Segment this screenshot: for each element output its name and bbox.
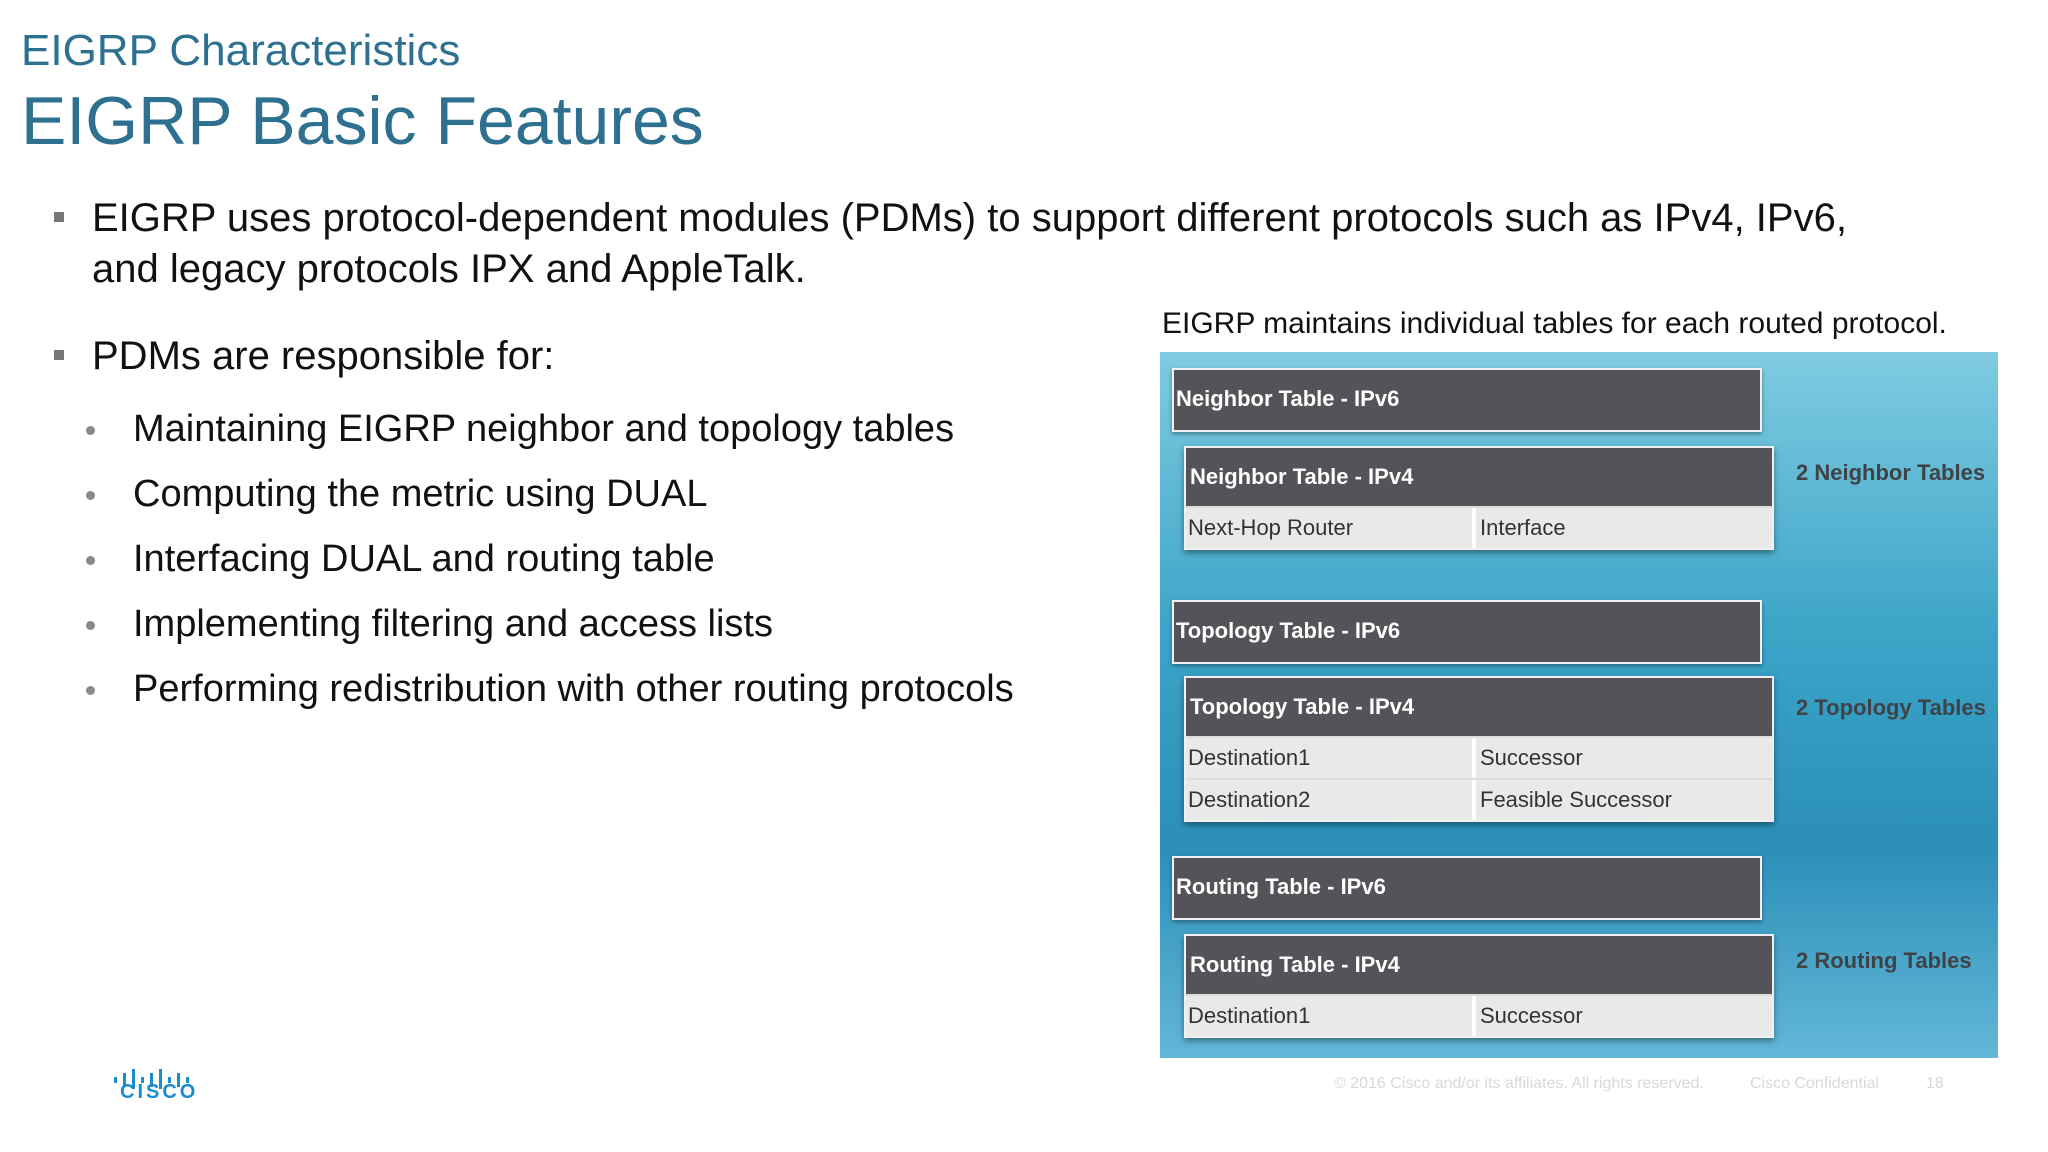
cisco-logo-text: CISCO: [120, 1081, 199, 1103]
table-cell: Successor: [1476, 996, 1772, 1036]
footer-copyright: © 2016 Cisco and/or its affiliates. All …: [1334, 1075, 1704, 1092]
square-bullet-icon: [54, 350, 64, 360]
table-row: Destination1 Successor: [1186, 994, 1772, 1036]
table-row: Next-Hop Router Interface: [1186, 506, 1772, 548]
round-bullet-icon: [86, 491, 95, 500]
topology-tables-label: 2 Topology Tables: [1796, 695, 1986, 720]
sub-bullet-text: Maintaining EIGRP neighbor and topology …: [133, 408, 955, 450]
neighbor-table-ipv6: Neighbor Table - IPv6: [1172, 368, 1762, 432]
figure-caption: EIGRP maintains individual tables for ea…: [1162, 307, 1947, 340]
routing-table-ipv4: Routing Table - IPv4 Destination1 Succes…: [1184, 934, 1774, 1038]
table-cell: Interface: [1476, 508, 1772, 548]
slide-supertitle: EIGRP Characteristics: [21, 26, 461, 75]
table-cell: Destination1: [1186, 738, 1476, 778]
table-cell: Successor: [1476, 738, 1772, 778]
square-bullet-icon: [54, 212, 64, 222]
table-title: Topology Table - IPv6: [1176, 618, 1401, 643]
sub-bullet-text: Implementing filtering and access lists: [133, 603, 773, 645]
neighbor-table-ipv4: Neighbor Table - IPv4 Next-Hop Router In…: [1184, 446, 1774, 550]
table-title: Routing Table - IPv4: [1190, 952, 1400, 977]
topology-table-ipv4: Topology Table - IPv4 Destination1 Succe…: [1184, 676, 1774, 822]
sub-bullet-text: Interfacing DUAL and routing table: [133, 538, 715, 580]
table-cell: Destination2: [1186, 780, 1476, 820]
eigrp-tables-figure: Neighbor Table - IPv6 Neighbor Table - I…: [1160, 352, 1998, 1058]
round-bullet-icon: [86, 621, 95, 630]
round-bullet-icon: [86, 686, 95, 695]
table-title: Neighbor Table - IPv6: [1176, 386, 1400, 411]
routing-table-ipv6: Routing Table - IPv6: [1172, 856, 1762, 920]
round-bullet-icon: [86, 556, 95, 565]
routing-tables-label: 2 Routing Tables: [1796, 948, 1972, 973]
sub-bullet-text: Performing redistribution with other rou…: [133, 668, 1014, 710]
table-row: Destination1 Successor: [1186, 736, 1772, 778]
topology-table-ipv6: Topology Table - IPv6: [1172, 600, 1762, 664]
neighbor-tables-label: 2 Neighbor Tables: [1796, 460, 1986, 485]
bullet-line: EIGRP uses protocol-dependent modules (P…: [92, 196, 1847, 240]
cisco-bars-icon: [114, 1069, 189, 1089]
table-title: Topology Table - IPv4: [1190, 694, 1415, 719]
table-cell: Feasible Successor: [1476, 780, 1772, 820]
slide-title: EIGRP Basic Features: [21, 83, 704, 159]
table-title: Routing Table - IPv6: [1176, 874, 1386, 899]
footer-confidential: Cisco Confidential: [1750, 1075, 1879, 1092]
table-title: Neighbor Table - IPv4: [1190, 464, 1414, 489]
bullet-line: and legacy protocols IPX and AppleTalk.: [92, 247, 806, 291]
footer-page-number: 18: [1926, 1075, 1944, 1092]
sub-bullet-text: Computing the metric using DUAL: [133, 473, 708, 515]
table-cell: Next-Hop Router: [1186, 508, 1476, 548]
bullet-line: PDMs are responsible for:: [92, 334, 555, 378]
table-row: Destination2 Feasible Successor: [1186, 778, 1772, 820]
round-bullet-icon: [86, 426, 95, 435]
table-cell: Destination1: [1186, 996, 1476, 1036]
